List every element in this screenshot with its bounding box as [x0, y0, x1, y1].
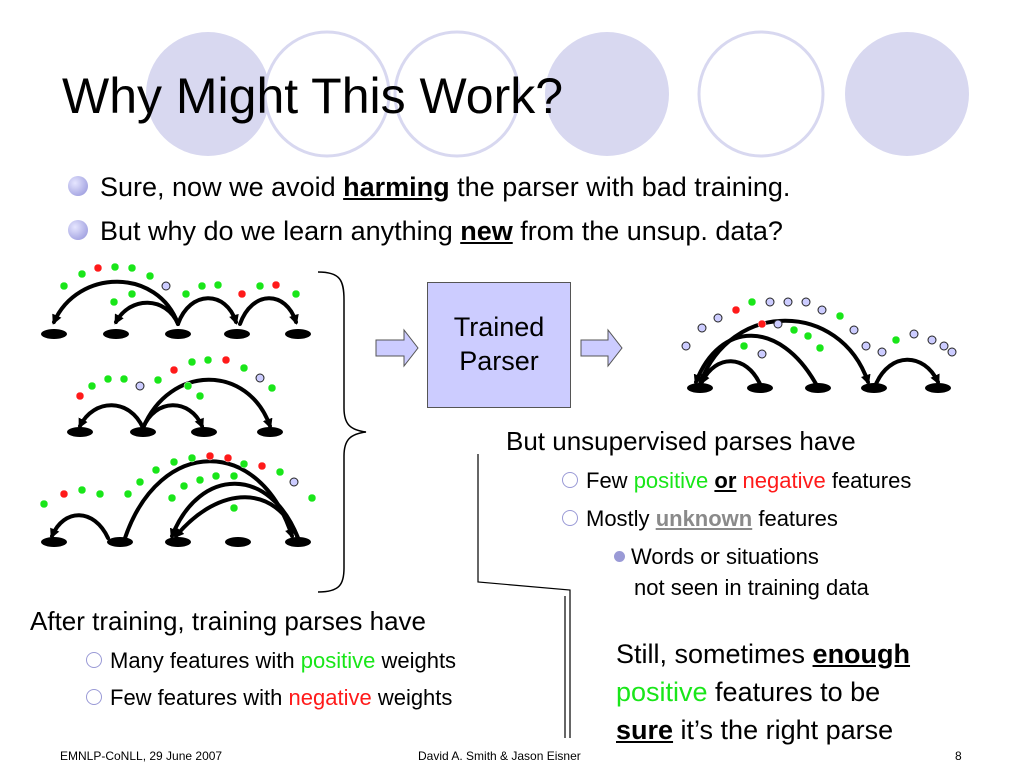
still-note: Still, sometimes enough positive feature… — [616, 635, 910, 749]
ring-bullet-icon — [86, 689, 102, 706]
bullet-dot-icon — [68, 219, 88, 240]
ring-bullet-icon — [562, 510, 578, 527]
unsup-item-3-line-2: not seen in training data — [634, 575, 869, 600]
dot-bullet-icon — [614, 550, 625, 562]
bullet-2: But why do we learn anything new from th… — [68, 215, 783, 247]
ring-bullet-icon — [86, 652, 102, 669]
box-line-2: Parser — [459, 346, 539, 376]
box-line-1: Trained — [453, 312, 545, 342]
after-heading: After training, training parses have — [30, 606, 426, 636]
page-number: 8 — [955, 749, 962, 763]
after-item-2: Few features with negative weights — [86, 684, 452, 712]
unsup-heading: But unsupervised parses have — [506, 426, 856, 456]
unsup-item-2: Mostly unknown features — [562, 505, 838, 533]
bullet-1: Sure, now we avoid harming the parser wi… — [68, 171, 790, 203]
trained-parser-box: Trained Parser — [427, 282, 571, 408]
after-item-1: Many features with positive weights — [86, 647, 456, 675]
unsup-item-1: Few positive or negative features — [562, 467, 911, 495]
still-line-2: positive features to be — [616, 677, 881, 707]
bullet-dot-icon — [68, 175, 88, 196]
ring-bullet-icon — [562, 472, 578, 489]
still-line-3: sure it’s the right parse — [616, 715, 894, 745]
still-line-1: Still, sometimes enough — [616, 639, 911, 669]
footer-left: EMNLP-CoNLL, 29 June 2007 — [60, 749, 223, 763]
decorative-circles — [146, 30, 969, 158]
footer-center: David A. Smith & Jason Eisner — [418, 749, 581, 763]
unsup-item-3: Words or situations — [614, 543, 819, 571]
slide-title: Why Might This Work? — [62, 68, 564, 124]
